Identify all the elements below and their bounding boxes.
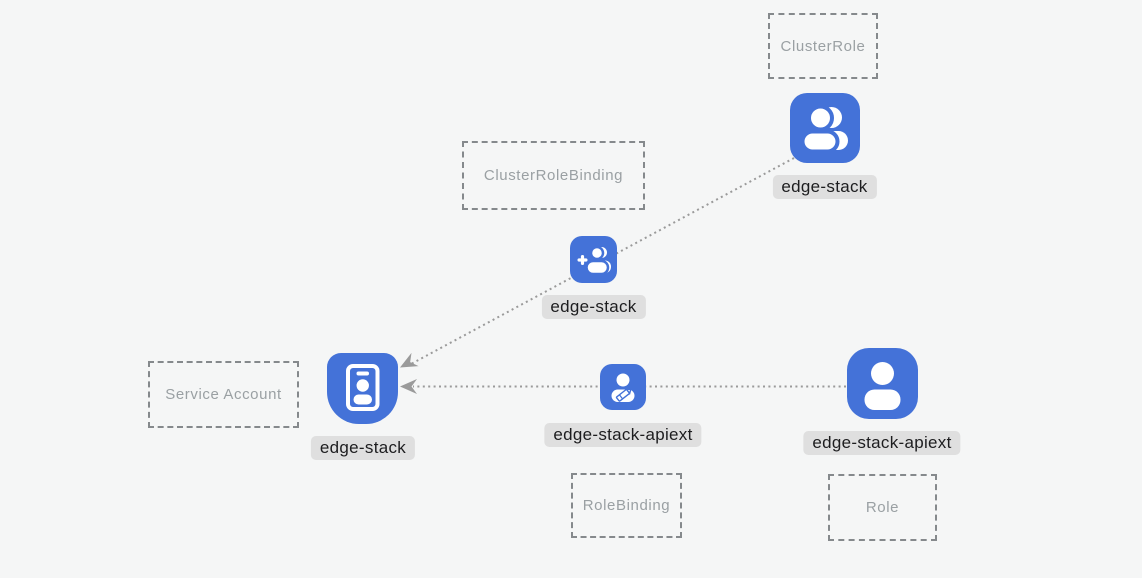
kind-box-service-account: Service Account bbox=[148, 361, 299, 428]
node-role-binding[interactable] bbox=[600, 364, 646, 410]
node-role[interactable] bbox=[847, 348, 918, 419]
person-edit-icon bbox=[611, 373, 635, 402]
person-add-icon bbox=[577, 245, 611, 276]
group-icon bbox=[800, 104, 848, 154]
node-cluster-role-binding[interactable] bbox=[570, 236, 617, 283]
node-label-cluster-role-binding: edge-stack bbox=[541, 295, 646, 319]
arrowhead-clusterrolebinding bbox=[400, 352, 419, 368]
kind-box-cluster-role: ClusterRole bbox=[768, 13, 878, 79]
kind-label-cluster-role: ClusterRole bbox=[780, 37, 866, 55]
arrowhead-rolebinding bbox=[400, 379, 417, 394]
node-label-service-account: edge-stack bbox=[310, 436, 416, 460]
kind-label-cluster-role-binding: ClusterRoleBinding bbox=[483, 167, 624, 184]
kind-label-role-binding: RoleBinding bbox=[582, 497, 671, 514]
node-label-cluster-role: edge-stack bbox=[772, 175, 877, 199]
kind-box-role: Role bbox=[828, 474, 937, 541]
node-service-account[interactable] bbox=[327, 353, 398, 424]
kind-box-role-binding: RoleBinding bbox=[571, 473, 682, 538]
node-cluster-role[interactable] bbox=[790, 93, 860, 163]
person-icon bbox=[864, 362, 901, 410]
id-badge-icon bbox=[346, 364, 380, 411]
node-label-role-binding: edge-stack-apiext bbox=[544, 423, 702, 447]
kind-label-role: Role bbox=[865, 499, 900, 516]
kind-box-cluster-role-binding: ClusterRoleBinding bbox=[462, 141, 645, 210]
node-label-role: edge-stack-apiext bbox=[803, 431, 961, 455]
kind-label-service-account: Service Account bbox=[165, 386, 282, 403]
